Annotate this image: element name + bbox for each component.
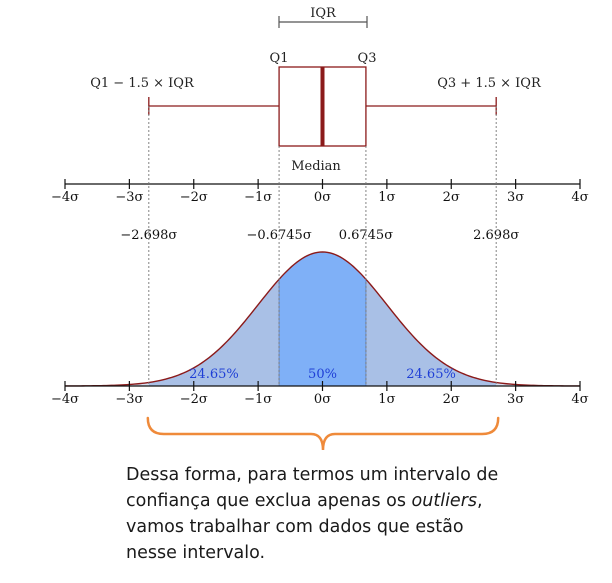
caption-line-2: confiança que exclua apenas os outliers, [126,491,483,511]
tick-label: −3σ [115,392,143,407]
tick-label: −1σ [244,392,272,407]
caption-line-4: nesse intervalo. [126,543,266,563]
caption-line-1: Dessa forma, para termos um intervalo de [126,465,499,485]
q1-label: Q1 [270,51,289,66]
tick-label: 0σ [314,190,331,205]
outliers-word: outliers [411,491,478,511]
tick-label: 4σ [571,392,588,407]
tick-label: −2σ [180,190,208,205]
distribution-region [148,279,280,386]
tick-label: 2σ [443,190,460,205]
lower-whisker-label: Q1 − 1.5 × IQR [90,76,195,91]
region-percent-label: 24.65% [189,367,239,382]
iqr-label: IQR [310,6,337,21]
orange-curly-bracket [146,416,500,451]
median-label: Median [291,159,341,174]
tick-label: 0σ [314,392,331,407]
caption-text: Dessa forma, para termos um intervalo de… [126,462,606,566]
tick-label: −4σ [51,392,79,407]
caption-line-3: vamos trabalhar com dados que estão [126,517,464,537]
tick-label: 3σ [507,190,524,205]
tick-label: −3σ [115,190,143,205]
boxplot-normal-distribution-figure: IQR Q1 Q3 Q1 − 1.5 × IQR Q3 + 1.5 × IQR … [51,6,589,451]
region-percent-label: 50% [308,367,337,382]
tick-label: 2σ [443,392,460,407]
distribution-region [365,279,497,386]
distribution-region [279,252,366,386]
dotted-guide-lines [148,106,497,386]
top-axis: −4σ −3σ −2σ −1σ 0σ 1σ 2σ 3σ 4σ [51,179,589,205]
normal-distribution: 24.65% 50% 24.65% [64,251,581,387]
tick-label: −4σ [51,190,79,205]
upper-whisker-label: Q3 + 1.5 × IQR [437,76,542,91]
region-percent-label: 24.65% [406,367,456,382]
bottom-axis: −4σ −3σ −2σ −1σ 0σ 1σ 2σ 3σ 4σ [51,381,589,407]
tick-label: −1σ [244,190,272,205]
q3-label: Q3 [358,51,377,66]
tick-label: 4σ [571,190,588,205]
iqr-bracket [278,16,368,28]
tick-label: −2σ [180,392,208,407]
tick-label: 3σ [507,392,524,407]
tick-label: 1σ [378,190,395,205]
normal-curve [64,251,581,387]
tick-label: 1σ [378,392,395,407]
